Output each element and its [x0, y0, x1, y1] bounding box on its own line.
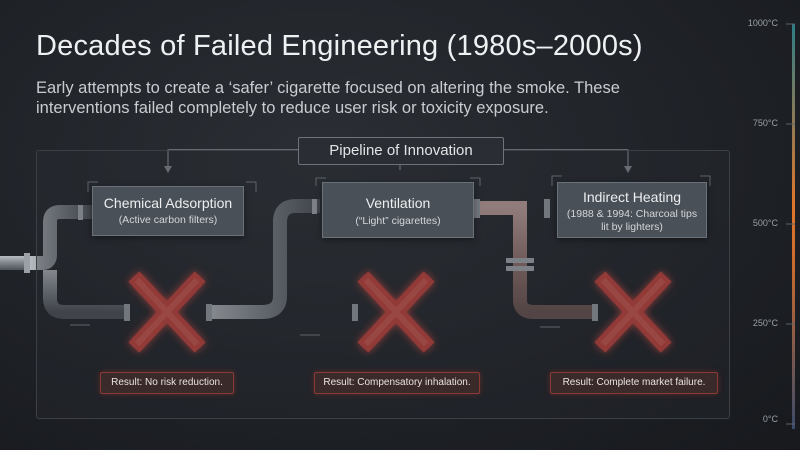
scale-label-500: 500°C [752, 218, 778, 228]
failure-x-icon-2 [357, 271, 435, 353]
pipe-system-3 [474, 199, 598, 321]
connector-arrowheads [164, 166, 632, 173]
temperature-scale: 1000°C 750°C 500°C 250°C 0°C [743, 16, 800, 436]
stage-description: (1988 & 1994: Charcoal tips lit by light… [566, 208, 698, 233]
pipe-system-2 [206, 199, 358, 321]
stage-name: Indirect Heating [582, 189, 682, 205]
stage-indirect-heating: Indirect Heating (1988 & 1994: Charcoal … [557, 182, 707, 238]
stage-name: Chemical Adsorption [103, 195, 233, 211]
temperature-gauge [786, 23, 795, 429]
scale-label-1000: 1000°C [747, 18, 778, 28]
scale-label-0: 0°C [762, 414, 778, 424]
box-bracket-marks [87, 175, 711, 192]
failure-marks [128, 271, 672, 353]
stage-description: (Active carbon filters) [118, 214, 218, 226]
stage-chemical-adsorption: Chemical Adsorption (Active carbon filte… [92, 186, 244, 236]
scale-label-750: 750°C [752, 118, 778, 128]
failure-x-icon-3 [594, 271, 672, 353]
pipeline-label: Pipeline of Innovation [298, 137, 504, 165]
failure-x-icon-1 [128, 271, 206, 353]
result-badge-2: Result: Compensatory inhalation. [314, 372, 480, 394]
result-badge-3: Result: Complete market failure. [550, 372, 718, 394]
result-badge-1: Result: No risk reduction. [100, 372, 234, 394]
stage-description: (“Light” cigarettes) [355, 215, 441, 227]
pipe-system-1 [0, 205, 130, 321]
stage-ventilation: Ventilation (“Light” cigarettes) [322, 182, 474, 238]
scale-label-250: 250°C [752, 318, 778, 328]
flow-arrows [70, 324, 560, 336]
page-title: Decades of Failed Engineering (1980s–200… [36, 30, 643, 62]
stage-name: Ventilation [365, 195, 431, 211]
page-subtitle: Early attempts to create a ‘safer’ cigar… [36, 79, 620, 117]
